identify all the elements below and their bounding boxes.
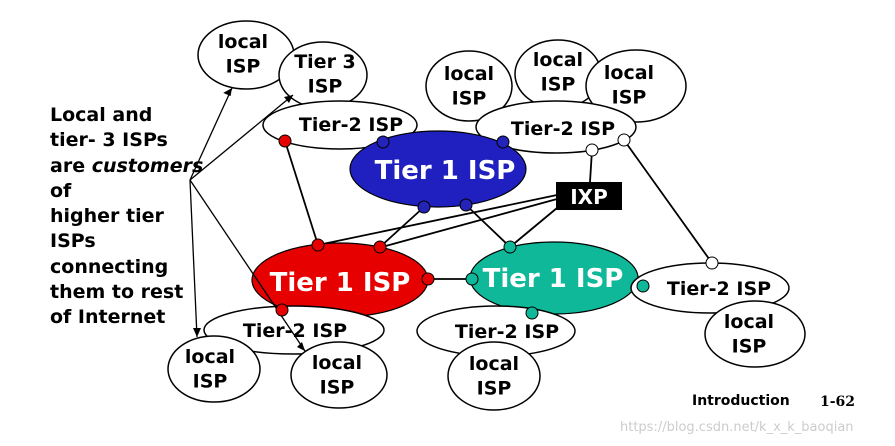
label-tier1-red: Tier 1 ISP — [270, 268, 411, 298]
dot-green-left — [465, 272, 479, 286]
arrowhead-tier3 — [284, 95, 293, 103]
label-tier2-bottom-left: Tier-2 ISP — [243, 320, 347, 342]
caption-line-4: of — [50, 179, 72, 202]
label-tier2-top-left: Tier-2 ISP — [299, 114, 403, 136]
watermark-text: https://blog.csdn.net/k_x_k_baoqian — [620, 420, 854, 435]
arrow-to-tier3 — [189, 94, 294, 181]
link-ixp-green — [509, 202, 564, 248]
link-ixp-red-1 — [317, 194, 558, 246]
caption-line-3-emph: customers — [91, 154, 204, 177]
customer-arrows — [189, 87, 306, 352]
dot-blue-bottom-2 — [459, 198, 473, 212]
dot-tier2r-white — [705, 256, 719, 270]
dot-tier2tr-white-1 — [585, 143, 599, 157]
local-isp-bottom-left-1-node — [167, 335, 261, 403]
footer-page-number: 1-62 — [820, 394, 856, 410]
dot-blue-bottom-1 — [417, 200, 431, 214]
tier1-isp-blue-node — [349, 130, 527, 208]
local-isp-bottom-left-2-node — [290, 341, 388, 409]
dot-tier2tr-white-2 — [617, 133, 631, 147]
tier2-isp-top-left-node — [262, 100, 418, 150]
local-isp-bottom-mid-node — [447, 341, 541, 411]
connection-dots — [275, 133, 719, 320]
caption-line-3: are customers — [50, 154, 203, 179]
caption-line-7: connecting — [50, 255, 169, 278]
dot-blue-top-1 — [376, 135, 390, 149]
dot-green-top — [503, 240, 517, 254]
caption-line-2: tier- 3 ISPs — [50, 129, 168, 152]
link-tier2tr-tier2r — [623, 139, 713, 264]
arrow-to-local-bottom-left-2 — [189, 179, 306, 352]
label-tier2-right: Tier-2 ISP — [667, 278, 771, 300]
arrow-to-local-top-left — [189, 87, 233, 181]
local-isp-right-node — [704, 300, 806, 368]
link-tier2tl-red — [284, 140, 319, 246]
ixp-box — [556, 182, 622, 210]
arrow-to-local-bottom-left — [189, 179, 198, 338]
dot-blue-top-2 — [496, 135, 510, 149]
label-tier2-top-right: Tier-2 ISP — [511, 118, 615, 140]
link-blue-green — [465, 204, 511, 248]
dot-green-bottom — [525, 306, 539, 320]
caption-line-9: of Internet — [50, 306, 166, 329]
label-tier2-bottom-mid: Tier-2 ISP — [455, 321, 559, 343]
arrowhead-local-bottom-left — [193, 328, 201, 337]
dot-red-right — [421, 272, 435, 286]
label-tier1-green: Tier 1 ISP — [483, 264, 624, 294]
caption-line-3-prefix: are — [50, 154, 92, 177]
caption-line-5: higher tier — [50, 205, 164, 228]
tier2-isp-top-right-node — [475, 100, 637, 154]
local-isp-top-1-node — [425, 50, 513, 122]
arrowhead-local-top-left — [223, 88, 232, 97]
dot-red-top-2 — [373, 240, 387, 254]
arrowhead-local-bottom-left-2 — [297, 342, 305, 351]
caption-line-8: them to rest — [50, 281, 184, 304]
arrow-heads — [193, 88, 305, 351]
dot-green-right — [636, 279, 650, 293]
dot-tier2tl-red — [278, 134, 292, 148]
connection-lines — [281, 139, 713, 321]
dot-red-bottom — [275, 303, 289, 317]
footer-section-label: Introduction — [692, 393, 790, 409]
customer-caption: Local and tier- 3 ISPs are customers of … — [50, 103, 203, 331]
dot-red-top-1 — [311, 238, 325, 252]
link-ixp-red-2 — [381, 198, 558, 248]
label-tier1-blue: Tier 1 ISP — [375, 156, 516, 186]
local-isp-top-3-node — [585, 49, 687, 123]
caption-line-1: Local and — [50, 104, 153, 126]
label-ixp: IXP — [570, 185, 608, 209]
caption-line-6: ISPs — [50, 230, 96, 253]
